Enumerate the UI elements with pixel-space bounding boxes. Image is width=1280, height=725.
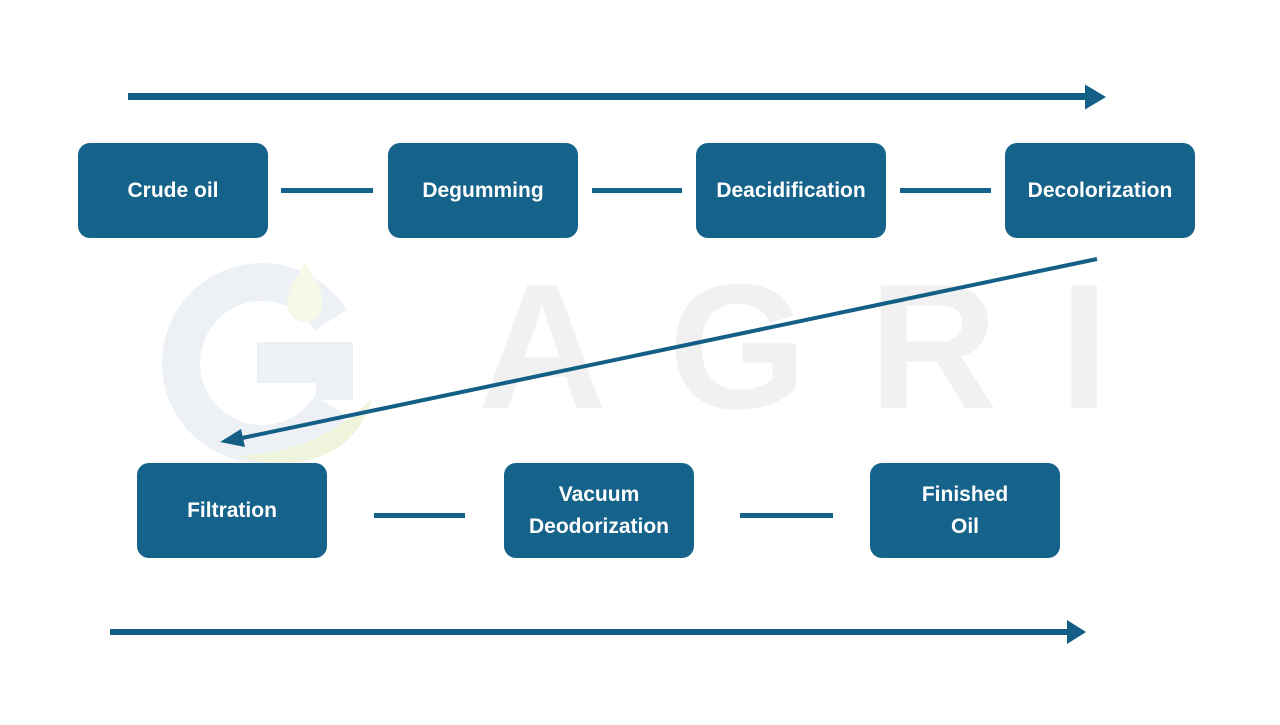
node-degumming-label: Degumming — [422, 178, 544, 202]
watermark-g-logo — [162, 263, 372, 464]
flow-arrow-bottom — [110, 620, 1086, 644]
return-arrow-line — [241, 257, 1098, 440]
return-arrow-head — [220, 429, 245, 447]
watermark-text: AGRI — [478, 247, 1171, 446]
connector-deacidification-decolorization — [900, 188, 991, 193]
node-crude-oil: Crude oil — [78, 143, 268, 238]
connector-filtration-vacuum — [374, 513, 465, 518]
watermark-droplet-icon — [287, 263, 323, 322]
watermark-g-stem — [316, 342, 353, 400]
node-finished-oil-label: Finished Oil — [921, 483, 1009, 538]
node-vacuum-deodorization: Vacuum Deodorization — [504, 463, 694, 558]
node-decolorization: Decolorization — [1005, 143, 1195, 238]
flow-arrow-top-line — [128, 93, 1085, 100]
connector-crude-degumming — [281, 188, 373, 193]
node-filtration: Filtration — [137, 463, 327, 558]
node-deacidification: Deacidification — [696, 143, 886, 238]
watermark-g-ring — [162, 263, 347, 463]
node-crude-oil-label: Crude oil — [127, 178, 219, 202]
node-degumming: Degumming — [388, 143, 578, 238]
node-deacidification-label: Deacidification — [716, 178, 866, 202]
node-finished-oil: Finished Oil — [870, 463, 1060, 558]
flow-arrow-top — [128, 84, 1106, 110]
connector-degumming-deacidification — [592, 188, 682, 193]
return-arrow — [220, 257, 1098, 447]
flow-arrow-bottom-head — [1067, 620, 1086, 644]
node-decolorization-label: Decolorization — [1027, 178, 1173, 202]
flow-arrow-bottom-line — [110, 629, 1067, 635]
flow-arrow-top-head — [1085, 84, 1106, 110]
node-vacuum-deodorization-label: Vacuum Deodorization — [529, 483, 669, 538]
watermark-leaf-icon — [238, 398, 372, 464]
connector-vacuum-finished — [740, 513, 833, 518]
node-filtration-label: Filtration — [187, 498, 277, 522]
